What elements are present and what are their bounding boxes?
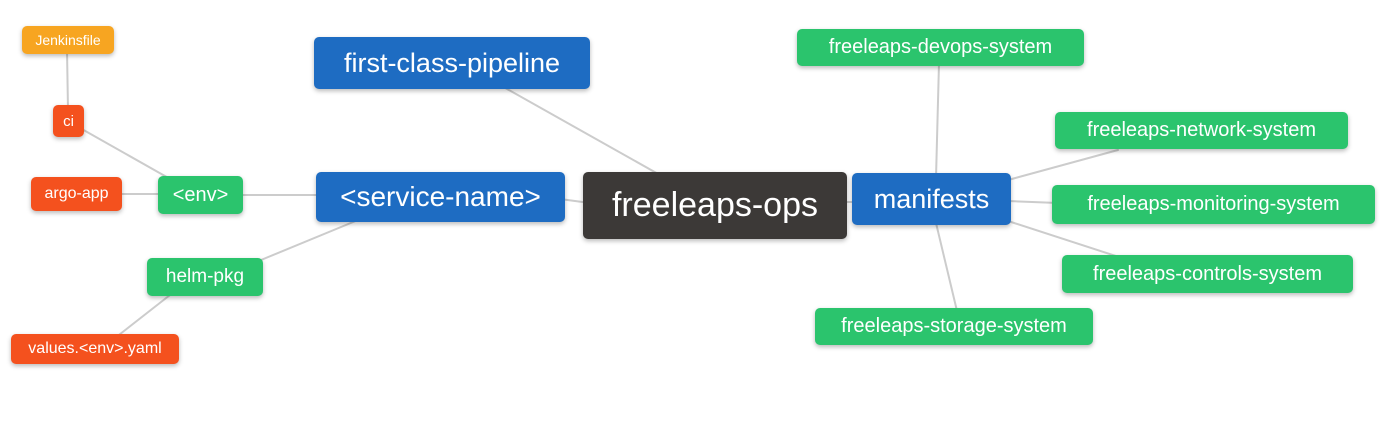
edge-ci-env: [79, 127, 173, 181]
node-freeleaps-storage-system[interactable]: freeleaps-storage-system: [815, 308, 1093, 345]
node-ci[interactable]: ci: [53, 105, 84, 137]
node-jenkinsfile[interactable]: Jenkinsfile: [22, 26, 114, 54]
edge-jenkinsfile-ci: [66, 49, 69, 111]
node-freeleaps-devops-system[interactable]: freeleaps-devops-system: [797, 29, 1084, 66]
edge-manifests-network: [1007, 149, 1119, 181]
node-manifests[interactable]: manifests: [852, 173, 1011, 225]
node-first-class-pipeline[interactable]: first-class-pipeline: [314, 37, 590, 89]
edge-manifests-monitoring: [1007, 200, 1059, 204]
node-freeleaps-monitoring-system[interactable]: freeleaps-monitoring-system: [1052, 185, 1375, 224]
node-freeleaps-network-system[interactable]: freeleaps-network-system: [1055, 112, 1348, 149]
edge-manifests-storage: [935, 222, 958, 312]
node-freeleaps-ops[interactable]: freeleaps-ops: [583, 172, 847, 239]
edge-values-helm-pkg: [114, 294, 171, 339]
node-service-name[interactable]: <service-name>: [316, 172, 565, 222]
node-env[interactable]: <env>: [158, 176, 243, 214]
node-argo-app[interactable]: argo-app: [31, 177, 122, 211]
node-values-env-yaml[interactable]: values.<env>.yaml: [11, 334, 179, 364]
edge-manifests-controls: [1007, 220, 1123, 259]
node-helm-pkg[interactable]: helm-pkg: [147, 258, 263, 296]
node-freeleaps-controls-system[interactable]: freeleaps-controls-system: [1062, 255, 1353, 293]
edge-helm-pkg-service-name: [260, 219, 359, 261]
edge-manifests-devops: [935, 62, 940, 179]
edge-fcp-root: [499, 84, 661, 176]
